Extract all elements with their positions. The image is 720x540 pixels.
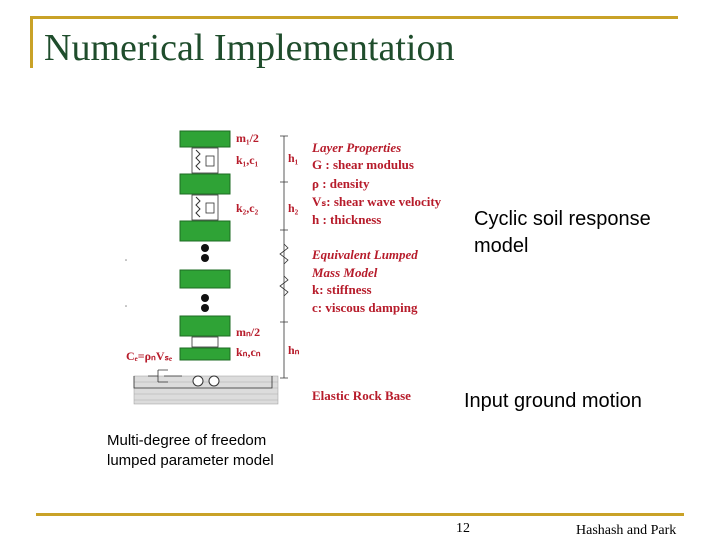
mass-block-2 [179, 173, 231, 195]
lumped-model-stiffness: k: stiffness [312, 282, 372, 297]
ellipsis-dot [201, 254, 209, 262]
h2-label: h₂ [288, 201, 299, 215]
roller-left [192, 375, 204, 387]
spring-dashpot-1 [191, 147, 219, 174]
mdof-caption-line-2: lumped parameter model [107, 452, 274, 469]
frame-left-rule [30, 16, 33, 68]
stray-dot [125, 259, 127, 261]
k1c1-label: k₁,c₁ [236, 153, 259, 167]
hn-label: hₙ [288, 343, 300, 357]
ground-outline [133, 376, 273, 389]
layer-prop-shear-wave-velocity: Vₛ: shear wave velocity [312, 194, 442, 209]
h1-label: h₁ [288, 151, 299, 165]
spring-dashpot-n [191, 336, 219, 348]
footer-authors: Hashash and Park [576, 523, 677, 538]
input-motion-caption: Input ground motion [464, 390, 642, 412]
mass-block-6 [179, 347, 231, 361]
height-dimension-line [279, 135, 289, 379]
mass-block-4 [179, 269, 231, 289]
slide-title: Numerical Implementation [44, 27, 455, 69]
spring-dashpot-2 [191, 194, 219, 221]
mass-top-label: m₁/2 [236, 131, 259, 145]
lumped-model-heading-2: Mass Model [311, 265, 378, 280]
dashpot-label: Cₑ=ρₙVₛₑ [126, 349, 172, 363]
lumped-mass-diagram: Cₑ=ρₙVₛₑ m₁/2 k₁,c₁ k₂,c₂ mₙ/2 kₙ,cₙ h₁ … [125, 130, 442, 405]
mass-block-1 [179, 130, 231, 148]
cyclic-caption-line-1: Cyclic soil response [474, 208, 651, 230]
mdof-caption: Multi-degree of freedom lumped parameter… [107, 431, 274, 471]
mass-block-3 [179, 220, 231, 242]
mdof-caption-line-1: Multi-degree of freedom [107, 432, 267, 449]
layer-props-heading: Layer Properties [311, 140, 401, 155]
cyclic-response-caption: Cyclic soil response model [474, 206, 651, 260]
footer-rule [36, 513, 684, 516]
lumped-model-damping: c: viscous damping [312, 300, 418, 315]
stray-dot [125, 305, 127, 307]
mass-block-5 [179, 315, 231, 337]
kncn-label: kₙ,cₙ [236, 345, 261, 359]
roller-right [208, 375, 220, 387]
ellipsis-dot [201, 244, 209, 252]
lumped-model-heading-1: Equivalent Lumped [311, 247, 418, 262]
base-dashpot [148, 369, 182, 383]
frame-top-rule [30, 16, 678, 19]
k2c2-label: k₂,c₂ [236, 201, 259, 215]
cyclic-caption-line-2: model [474, 235, 529, 257]
layer-prop-thickness: h : thickness [312, 212, 381, 227]
rock-base-label: Elastic Rock Base [312, 388, 411, 403]
layer-prop-shear-modulus: G : shear modulus [312, 157, 414, 172]
layer-prop-density: ρ : density [312, 176, 370, 191]
ellipsis-dot [201, 294, 209, 302]
mass-bottom-label: mₙ/2 [236, 325, 260, 339]
ellipsis-dot [201, 304, 209, 312]
page-number: 12 [456, 521, 470, 536]
